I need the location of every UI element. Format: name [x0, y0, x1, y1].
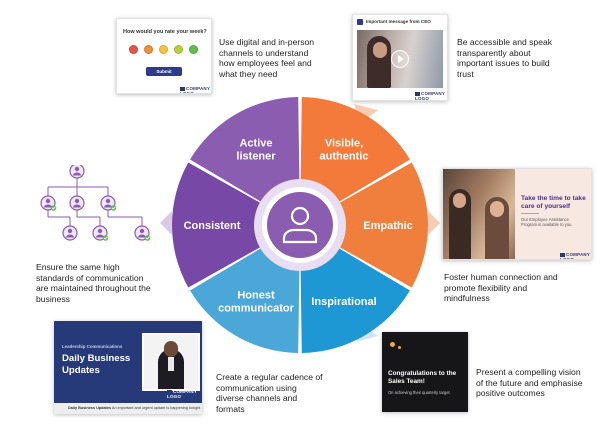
person-right-face: [490, 201, 504, 217]
org-node-icon: [40, 195, 57, 211]
daily-photo: [142, 333, 200, 391]
wheel-segment-visible-authentic: [300, 97, 410, 203]
rating-face-icon[interactable]: [174, 45, 183, 54]
daily-title: Daily Business Updates: [62, 353, 131, 376]
caption-inspirational: Present a compelling vision of the futur…: [476, 367, 583, 399]
caption-active-listener: Use digital and in-person channels to un…: [219, 37, 315, 79]
daily-kicker: Leadership Communications: [62, 344, 123, 349]
eap-photo: [443, 169, 521, 259]
segment-label-consistent: Consistent: [184, 220, 241, 232]
confetti-dot-2: [398, 346, 401, 349]
congrats-subtitle: On achieving their quarterly target: [388, 390, 450, 395]
org-node-icon: [100, 195, 117, 211]
ceo-video-thumbnail: [357, 30, 443, 88]
rating-face-icon[interactable]: [129, 45, 138, 54]
survey-submit-button[interactable]: Submit: [146, 67, 182, 76]
daily-footer-rest: An important and urgent update is happen…: [111, 406, 201, 410]
arrow-tab-left: [160, 211, 172, 235]
org-node-icon: [62, 225, 78, 241]
survey-card: How would you rate your week? Submit COM…: [116, 18, 212, 94]
congrats-title: Congratulations to the Sales Team!: [388, 370, 457, 385]
woman-face: [373, 42, 387, 58]
segment-label-empathic: Empathic: [363, 220, 413, 232]
daily-footer-text: Daily Business Updates An important and …: [68, 406, 200, 410]
arrow-tab-right: [428, 211, 440, 235]
confetti-dot-1: [390, 342, 395, 347]
man-face: [164, 341, 178, 357]
daily-updates-card: Leadership Communications Daily Business…: [54, 321, 202, 414]
wheel-segment-inspirational: [300, 247, 410, 353]
caption-honest: Create a regular cadence of communicatio…: [216, 372, 323, 414]
ceo-header-icon: [357, 19, 363, 25]
person-icon: [282, 206, 318, 244]
daily-footer: [54, 403, 202, 414]
rating-face-icon[interactable]: [189, 45, 198, 54]
wheel-segment-honest-communicator: [190, 247, 300, 353]
org-node-icon: [134, 225, 151, 241]
caption-empathic: Foster human connection and promote flex…: [444, 272, 558, 304]
eap-divider: [521, 213, 539, 214]
wheel-segment-active-listener: [190, 97, 300, 203]
rating-face-icon[interactable]: [144, 45, 153, 54]
org-chart: [40, 165, 151, 241]
eap-text-panel: [515, 169, 591, 259]
company-logo: COMPANY LOGO: [560, 252, 590, 260]
ceo-video-card: Important message from CEO COMPANY LOGO: [352, 14, 448, 101]
org-node-icon: [69, 165, 85, 179]
org-node-icon: [69, 195, 85, 211]
caption-visible: Be accessible and speak transparently ab…: [457, 37, 553, 79]
segment-label-inspirational: Inspirational: [311, 296, 376, 308]
rating-faces: [125, 45, 205, 55]
survey-question: How would you rate your week?: [123, 29, 207, 35]
play-button-icon[interactable]: [391, 50, 409, 68]
wheel-segment-consistent: [172, 162, 262, 288]
eap-heading: Take the time to take care of yourself: [521, 195, 586, 210]
daily-footer-bold: Daily Business Updates: [68, 406, 112, 410]
man-shirt: [168, 357, 174, 371]
ceo-card-title: Important message from CEO: [366, 19, 431, 24]
company-logo: COMPANY LOGO: [180, 86, 210, 94]
eap-card: Take the time to take care of yourself O…: [442, 168, 592, 260]
org-node-icon: [92, 225, 109, 241]
rating-face-icon[interactable]: [159, 45, 168, 54]
eap-body: Our Employee Assistance Program is avail…: [521, 217, 572, 228]
congrats-card: Congratulations to the Sales Team! On ac…: [382, 332, 468, 412]
wheel-segment-empathic: [338, 162, 428, 288]
company-logo: COMPANY LOGO: [167, 389, 202, 399]
segment-label-visible-authentic: Visible,authentic: [320, 137, 369, 162]
person-left-face: [453, 193, 466, 208]
caption-consistent: Ensure the same high standards of commun…: [36, 262, 151, 304]
company-logo: COMPANY LOGO: [415, 91, 445, 101]
